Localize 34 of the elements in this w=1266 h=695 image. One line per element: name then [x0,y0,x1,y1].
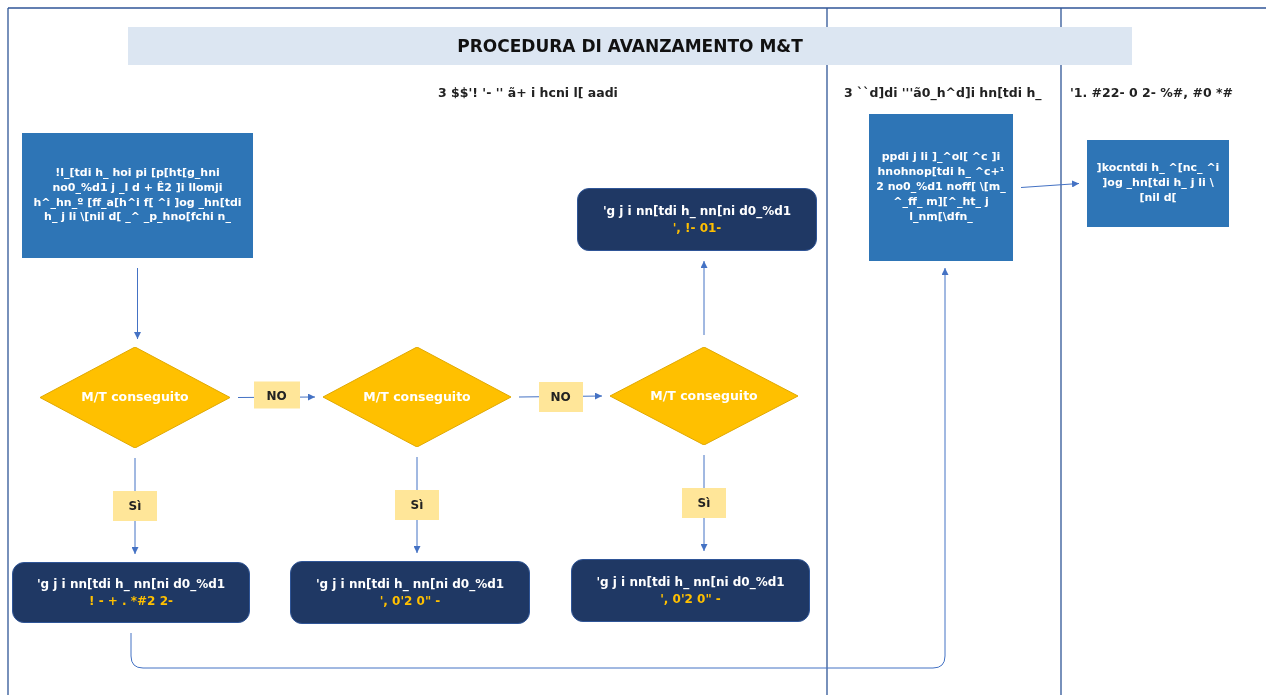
edge-label: Sì [682,488,726,518]
status-text: ', !- 01- [672,219,722,236]
arrow [130,267,949,669]
process-box [22,133,253,258]
box-text: M/T conseguito [650,387,758,405]
edge-label: Sì [113,491,157,521]
arrow [700,260,708,336]
box-text: 'g j i nn[tdi h_ nn[ni d0_%d1 [36,576,226,593]
result-box [12,562,250,623]
arrow [134,267,141,340]
box-text: !l_[tdi h_ hoi pi [p[ht[g_hni no0_%d1 j _l d + Ê2 ]i llomji h^_hn_º [ff_a[h^i f[ ^i ]og _hn[tdi h_ j li \[nil d[ _^ _p_hno[fchi n_ [32,165,243,226]
column-heading: 3 $$'! '- '' ã+ i hcni l[ aadi [438,85,618,100]
box-text: ppdi j li ]_^ol[ ^c ]i hnohnop[tdi h_ ^c+¹ 2 no0_%d1 noff[ \[m_ ^_ff_ m][^_ht_ j l_nm[\dfn_ [875,150,1007,225]
column-heading: '1. #22- 0 2- %#, #0 *# [1070,85,1233,100]
box-text: 'g j i nn[tdi h_ nn[ni d0_%d1 [596,574,785,591]
status-text: ', 0'2 0" - [379,592,441,609]
box-text: 'g j i nn[tdi h_ nn[ni d0_%d1 [315,576,505,593]
result-box [571,559,810,622]
edge-label: NO [538,381,583,412]
status-text: ! - + . *#2 2- [89,592,173,609]
box-text: M/T conseguito [363,388,471,406]
arrow [1020,180,1080,188]
result-box [577,188,817,251]
column-heading: 3 ``d]di '''ã0_h^d]i hn[tdi h_ [844,85,1042,100]
edge-label: Sì [395,490,439,520]
box-text: ]kocntdi h_ ^[nc_ ^i ]og _hn[tdi h_ j li \[nil d[ [1095,161,1221,206]
result-box [290,561,530,624]
status-text: ', 0'2 0" - [660,590,721,607]
edge-label: NO [253,381,300,409]
process-box [1087,140,1229,227]
title-banner: PROCEDURA DI AVANZAMENTO M&T [128,27,1132,65]
box-text: M/T conseguito [81,389,189,406]
box-text: 'g j i nn[tdi h_ nn[ni d0_%d1 [602,203,792,220]
process-box [869,114,1013,261]
